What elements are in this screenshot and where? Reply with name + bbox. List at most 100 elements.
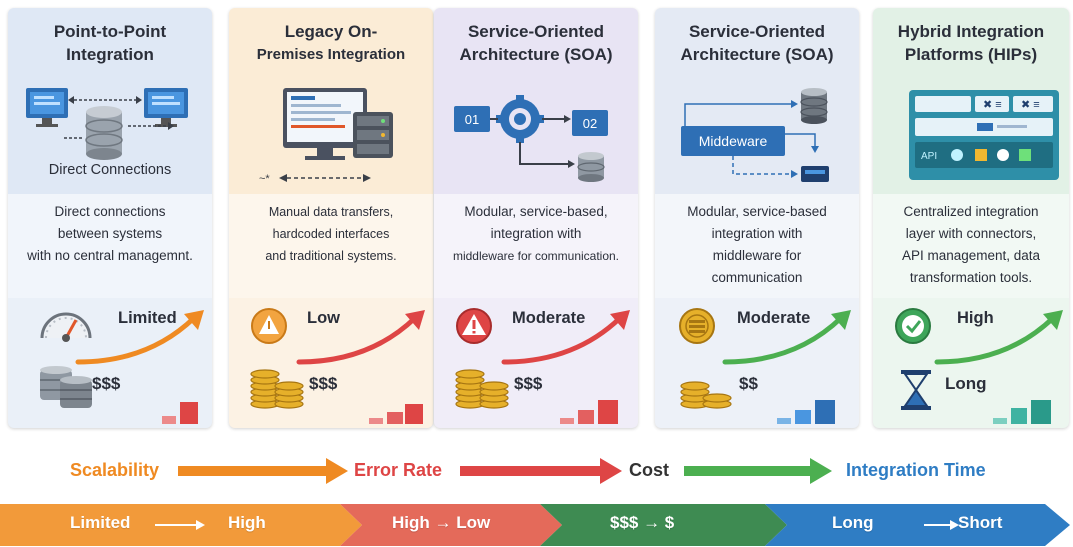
bar-indicator-icon xyxy=(993,400,1051,424)
coin-stack-icon xyxy=(455,369,509,409)
desc-line: hardcoded interfaces xyxy=(272,227,390,241)
scalability-arrow xyxy=(178,458,348,484)
desc-line: Manual data transfers, xyxy=(268,205,394,219)
desc-line: communication xyxy=(711,270,803,285)
bar-indicator-icon xyxy=(560,400,618,424)
check-circle-icon xyxy=(895,308,931,344)
connection-arrows xyxy=(64,99,168,139)
point-to-point-illustration xyxy=(26,88,188,160)
trend-arrow-icon xyxy=(934,310,1063,365)
card-title: Point-to-Point Integration xyxy=(8,20,212,66)
svg-text:01: 01 xyxy=(465,112,479,127)
middleware-box xyxy=(681,126,785,156)
coin-stack-icon xyxy=(250,369,304,409)
card-description: Modular, service-based, integration with… xyxy=(440,201,632,267)
middleware-illustration: Middeware xyxy=(681,88,829,182)
card-title-line: Hybrid Integration xyxy=(897,22,1045,41)
speedometer-icon xyxy=(40,312,92,342)
svg-text:API: API xyxy=(921,151,937,162)
card-description: Manual data transfers, hardcoded interfa… xyxy=(235,201,427,267)
card-title-line: Premises Integration xyxy=(256,46,406,63)
description-band xyxy=(873,194,1069,298)
service-box-01 xyxy=(454,106,490,132)
desc-line: Modular, service-based xyxy=(687,204,827,219)
desc-line: layer with connectors, xyxy=(905,226,1037,241)
desc-line: middleware for xyxy=(712,248,802,263)
band-integration-time-to: Short xyxy=(958,513,1003,532)
bar-indicator-icon xyxy=(162,402,198,424)
card-title-line: Service-Oriented xyxy=(688,22,826,41)
bar-indicator-icon xyxy=(369,404,423,424)
desc-line: integration with xyxy=(711,226,803,241)
scalability-value: Moderate xyxy=(737,309,811,327)
cost-value: $$$ xyxy=(309,374,338,393)
card-description: Modular, service-based integration with … xyxy=(661,201,853,289)
hourglass-icon xyxy=(901,370,931,410)
card-title: Hybrid Integration Platforms (HIPs) xyxy=(873,20,1069,66)
description-band xyxy=(8,194,212,298)
card-legacy-on-premises: Legacy On- Premises Integration ~ xyxy=(229,8,433,428)
description-band xyxy=(434,194,638,298)
card-title-line: Integration xyxy=(66,45,154,64)
hip-dashboard-illustration: ✖ ≡ ✖ ≡ API xyxy=(909,90,1059,180)
cost-value: $$ xyxy=(739,374,758,393)
monitor-icon xyxy=(144,88,188,127)
card-title-line: Point-to-Point xyxy=(53,22,167,41)
card-title: Service-Oriented Architecture (SOA) xyxy=(655,20,859,66)
card-title: Legacy On- Premises Integration xyxy=(229,20,433,66)
coin-stack-icon xyxy=(680,381,732,409)
monitor-icon xyxy=(283,88,367,160)
server-icon xyxy=(353,112,393,158)
monitor-icon xyxy=(26,88,68,127)
svg-text:02: 02 xyxy=(583,116,597,131)
desc-line: and traditional systems. xyxy=(265,249,397,263)
desc-line: integration with xyxy=(490,226,582,241)
card-title-line: Legacy On- xyxy=(284,22,378,41)
desc-line: Modular, service-based, xyxy=(464,204,608,219)
card-description: Direct connections between systems with … xyxy=(14,201,206,267)
bottom-flow-arrows xyxy=(0,458,1070,546)
description-band xyxy=(229,194,433,298)
description-band xyxy=(655,194,859,298)
card-point-to-point: Point-to-Point Integration xyxy=(8,8,212,428)
svg-text:✖ ≡: ✖ ≡ xyxy=(983,99,1002,111)
scalability-value: Low xyxy=(307,309,340,327)
database-icon xyxy=(800,88,828,124)
database-icon xyxy=(85,106,123,160)
scalability-value: High xyxy=(957,309,994,327)
card-hybrid-integration: Hybrid Integration Platforms (HIPs) ✖ ≡ … xyxy=(873,8,1069,428)
card-title-line: Platforms (HIPs) xyxy=(904,45,1038,64)
flow-label-scalability: Scalability xyxy=(70,460,160,480)
integration-time-value: Long xyxy=(945,374,987,393)
flow-label-integration-time: Integration Time xyxy=(846,460,986,480)
gear-icon xyxy=(496,95,544,143)
trend-arrow-icon xyxy=(75,310,204,365)
illustration-label: Direct Connections xyxy=(48,162,172,178)
cost-value: $$$ xyxy=(514,374,543,393)
band-integration-time-from: Long xyxy=(832,513,874,532)
legacy-server-illustration: ~* xyxy=(259,88,393,185)
desc-line: between systems xyxy=(57,226,163,241)
card-title-line: Architecture (SOA) xyxy=(459,45,613,64)
card-title-line: Architecture (SOA) xyxy=(680,45,834,64)
summary-band xyxy=(0,504,1070,546)
desc-line: Centralized integration xyxy=(903,204,1039,219)
band-error-rate: High → Low xyxy=(392,513,491,532)
card-title: Service-Oriented Architecture (SOA) xyxy=(434,20,638,66)
desc-line: transformation tools. xyxy=(909,270,1033,285)
scalability-value: Limited xyxy=(118,309,177,327)
soa-illustration: 01 02 xyxy=(454,95,608,182)
metric-band xyxy=(8,298,212,428)
scalability-value: Moderate xyxy=(512,309,586,327)
error-rate-arrow xyxy=(460,458,622,484)
desc-line: middleware for communication. xyxy=(452,249,620,263)
cost-arrow xyxy=(684,458,832,484)
card-soa-2: Service-Oriented Architecture (SOA) Midd… xyxy=(655,8,859,428)
trend-arrow-icon xyxy=(501,310,630,365)
coin-icon xyxy=(679,308,715,344)
card-title-line: Service-Oriented xyxy=(467,22,605,41)
card-description: Centralized integration layer with conne… xyxy=(879,201,1063,289)
desc-line: API management, data xyxy=(901,248,1041,263)
server-stack-icon xyxy=(40,366,92,408)
band-scalability-to: High xyxy=(228,513,266,532)
